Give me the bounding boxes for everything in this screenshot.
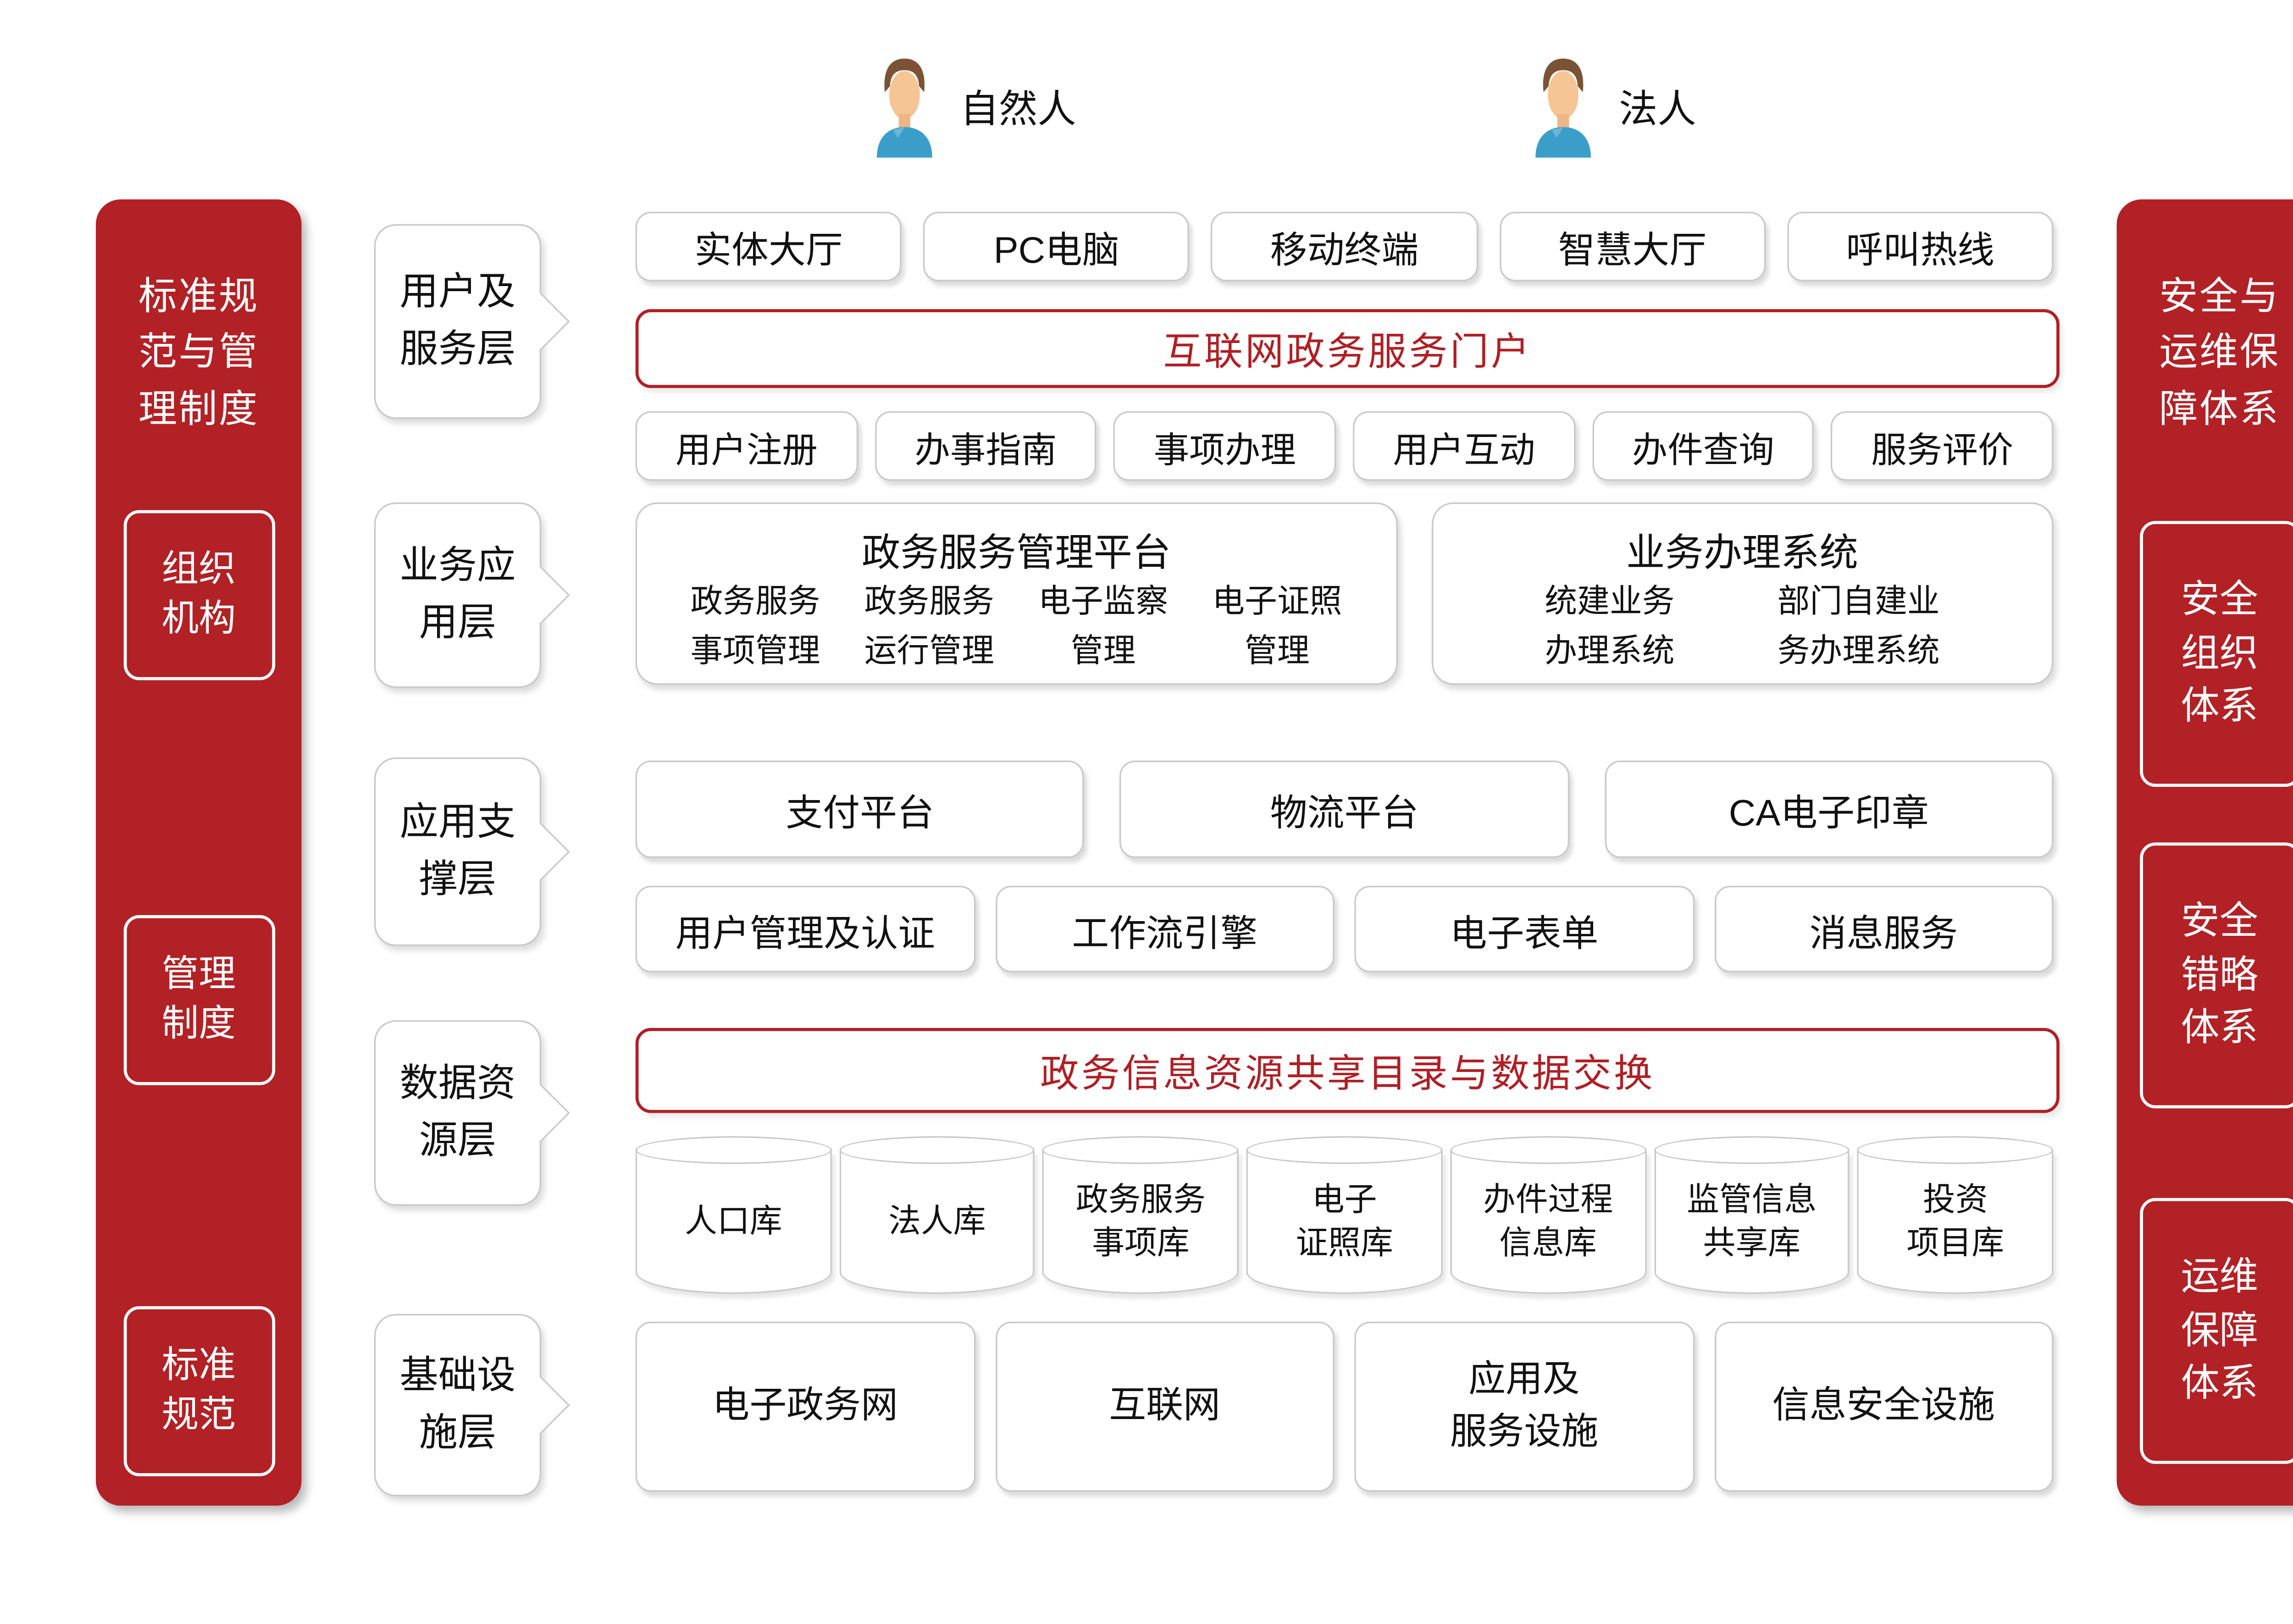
module-service-operation-mgmt: 政务服务 运行管理 [864,584,994,669]
database-investment-projects: 投资 项目库 [1857,1136,2054,1294]
actor-natural-person: 自然人 [869,55,1076,158]
database-row: 人口库 法人库 政务服务 事项库 电子 证照库 办件过程 信息库 监管信息 共享… [635,1136,2054,1294]
sidebar-standards-management: 标准规 范与管 理制度 组织 机构 管理 制度 标准 规范 [96,199,302,1506]
cylinder-lid [1450,1136,1646,1164]
channel-physical-hall: 实体大厅 [635,211,902,282]
support-row-1: 支付平台 物流平台 CA电子印章 [635,760,2054,858]
info-resource-sharing-exchange-bar: 政务信息资源共享目录与数据交换 [635,1028,2060,1113]
database-service-items: 政务服务 事项库 [1042,1136,1239,1294]
function-user-register: 用户注册 [635,411,858,481]
info-security-facilities: 信息安全设施 [1714,1321,2054,1492]
module-unified-business-system: 统建业务 办理系统 [1545,584,1675,669]
channel-smart-hall: 智慧大厅 [1499,211,1766,282]
module-e-supervision-mgmt: 电子监察 管理 [1038,584,1169,669]
actor-label: 自然人 [960,88,1076,132]
internet: 互联网 [995,1321,1335,1492]
e-gov-network: 电子政务网 [635,1321,975,1492]
channel-mobile: 移动终端 [1211,211,1478,282]
cylinder-lid [1857,1136,2054,1164]
cylinder-body [1042,1150,1239,1294]
cylinder-body [1654,1150,1850,1294]
business-handling-system: 业务办理系统 统建业务 办理系统 部门自建业 务办理系统 [1431,502,2054,685]
message-service: 消息服务 [1714,885,2054,972]
ca-e-seal: CA电子印章 [1604,760,2054,858]
internet-gov-service-portal: 互联网政务服务门户 [635,309,2060,388]
database-population: 人口库 [635,1136,831,1294]
sidebar-item-organization: 组织 机构 [123,510,275,680]
sidebar-item-security-org: 安全 组织 体系 [2139,521,2293,787]
database-e-license: 电子 证照库 [1246,1136,1443,1294]
cylinder-body [1246,1150,1443,1294]
payment-platform: 支付平台 [635,760,1085,858]
database-case-process: 办件过程 信息库 [1450,1136,1646,1294]
module-e-license-mgmt: 电子证照 管理 [1212,584,1342,669]
cylinder-lid [635,1136,831,1164]
actor-label: 法人 [1618,88,1696,132]
database-supervision-sharing: 监管信息 共享库 [1654,1136,1850,1294]
layer-label-business-app: 业务应 用层 [374,502,542,688]
sidebar-title: 标准规 范与管 理制度 [138,275,259,431]
e-form: 电子表单 [1354,885,1694,972]
function-service-rating: 服务评价 [1831,411,2054,481]
cylinder-lid [839,1136,1036,1164]
layer-label-app-support: 应用支 撑层 [374,757,542,946]
layer-label-data-resource: 数据资 源层 [374,1020,542,1206]
sidebar-title: 安全与 运维保 障体系 [2159,275,2280,431]
gov-service-management-platform: 政务服务管理平台 政务服务 事项管理 政务服务 运行管理 电子监察 管理 电子证… [635,502,1397,685]
function-user-interaction: 用户互动 [1353,411,1575,481]
database-legal-entity: 法人库 [839,1136,1036,1294]
portal-function-row: 用户注册 办事指南 事项办理 用户互动 办件查询 服务评价 [635,411,2054,481]
user-mgmt-auth: 用户管理及认证 [635,885,975,972]
cylinder-lid [1246,1136,1443,1164]
module-service-item-mgmt: 政务服务 事项管理 [690,584,820,669]
layer-label-infrastructure: 基础设 施层 [374,1314,542,1497]
sidebar-item-ops-support: 运维 保障 体系 [2139,1198,2293,1464]
channel-pc: PC电脑 [923,211,1190,282]
sidebar-item-standards: 标准 规范 [123,1306,275,1476]
sidebar-item-security-strategy: 安全 错略 体系 [2139,842,2293,1109]
person-icon [876,58,932,158]
actor-legal-person: 法人 [1528,55,1696,158]
group-title: 政务服务管理平台 [861,531,1171,575]
cylinder-lid [1042,1136,1239,1164]
function-case-query: 办件查询 [1592,411,1814,481]
support-row-2: 用户管理及认证 工作流引擎 电子表单 消息服务 [635,885,2054,972]
cylinder-body [839,1150,1036,1294]
sidebar-security-operations: 安全与 运维保 障体系 安全 组织 体系 安全 错略 体系 运维 保障 体系 [2116,199,2293,1506]
workflow-engine: 工作流引擎 [995,885,1335,972]
cylinder-body [1857,1150,2054,1294]
function-item-handling: 事项办理 [1113,411,1336,481]
app-service-facilities: 应用及 服务设施 [1354,1321,1694,1492]
person-icon [1535,58,1591,158]
cylinder-body [635,1150,831,1294]
infrastructure-row: 电子政务网 互联网 应用及 服务设施 信息安全设施 [635,1321,2054,1492]
channel-hotline: 呼叫热线 [1787,211,2054,282]
group-title: 业务办理系统 [1626,531,1858,575]
sidebar-item-management-rules: 管理 制度 [123,915,275,1085]
layer-label-user-service: 用户及 服务层 [374,224,542,419]
logistics-platform: 物流平台 [1120,760,1569,858]
module-department-built-system: 部门自建业 务办理系统 [1777,584,1940,669]
function-service-guide: 办事指南 [875,411,1097,481]
cylinder-lid [1654,1136,1850,1164]
business-app-row: 政务服务管理平台 政务服务 事项管理 政务服务 运行管理 电子监察 管理 电子证… [635,502,2054,685]
cylinder-body [1450,1150,1646,1294]
channel-row: 实体大厅 PC电脑 移动终端 智慧大厅 呼叫热线 [635,211,2054,282]
